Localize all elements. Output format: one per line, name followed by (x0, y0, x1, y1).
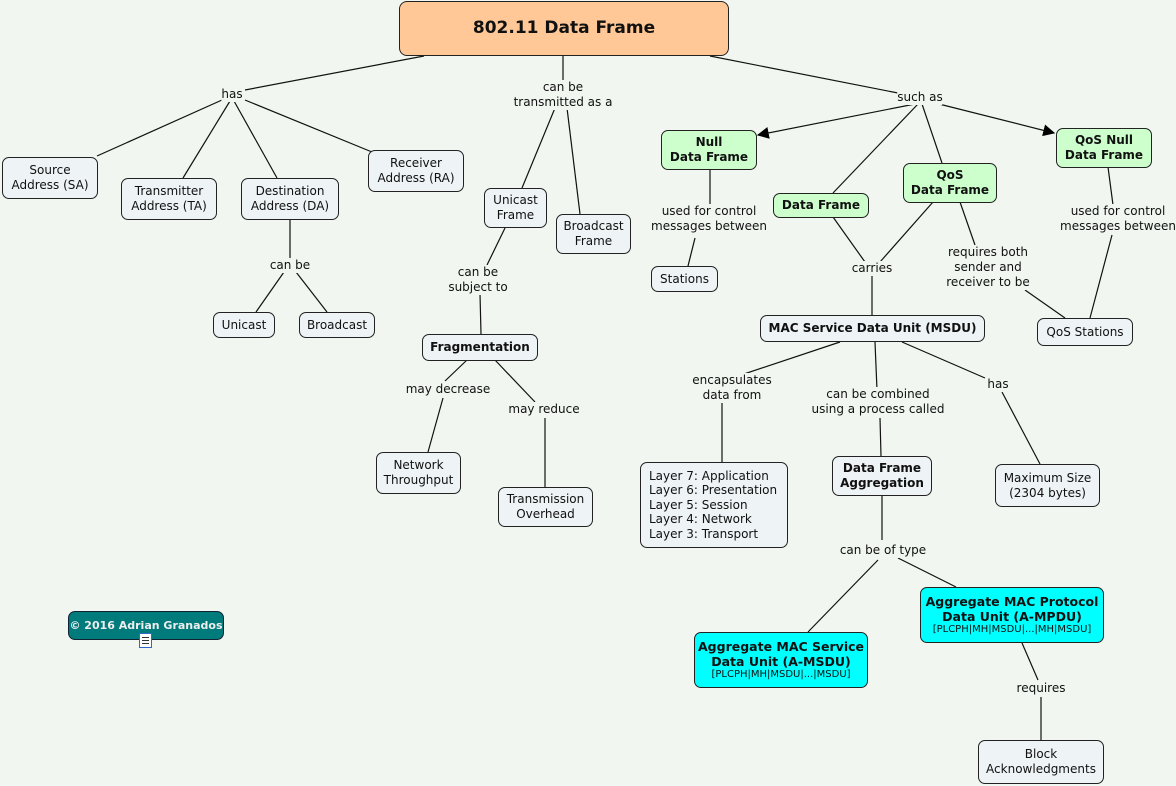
layer-item: Layer 7: Application (649, 468, 769, 483)
link-of-type: can be of type (839, 543, 927, 558)
label: Data Frame (1064, 148, 1144, 162)
label: Data Unit (A-MPDU) (942, 609, 1082, 624)
layer-item: Layer 6: Presentation (649, 483, 778, 498)
label: Acknowledgments (986, 762, 1096, 776)
label: Transmission (506, 492, 585, 506)
root-label: 802.11 Data Frame (472, 18, 656, 38)
label: Fragmentation (430, 340, 530, 354)
label: Data Frame (781, 198, 861, 212)
label: Overhead (516, 507, 575, 521)
label: Null (695, 135, 723, 149)
label: Address (SA) (11, 178, 89, 192)
concept-qos-stations[interactable]: QoS Stations (1037, 318, 1133, 346)
link-has-max: has (987, 377, 1009, 392)
concept-osi-layers[interactable]: Layer 7: Application Layer 6: Presentati… (640, 462, 788, 548)
frame-format: [PLCPH|MH|MSDU|...|MSDU] (711, 669, 851, 680)
label: Network (393, 458, 444, 472)
label: Broadcast (306, 317, 368, 332)
label: Address (TA) (131, 199, 207, 213)
concept-data-frame[interactable]: Data Frame (773, 193, 869, 218)
document-resource-icon[interactable] (139, 633, 152, 648)
label: Address (DA) (250, 199, 330, 213)
label: Data Frame (910, 183, 990, 197)
link-may-decrease: may decrease (405, 382, 491, 397)
label: Maximum Size (1003, 470, 1092, 485)
label: QoS (936, 168, 964, 182)
link-carries: carries (851, 261, 893, 276)
label: Frame (574, 234, 613, 248)
layer-item: Layer 4: Network (649, 512, 752, 527)
label: (2304 bytes) (1009, 485, 1086, 500)
label: Destination (255, 184, 325, 198)
root-concept-802-11-data-frame[interactable]: 802.11 Data Frame (399, 1, 729, 56)
label: Address (RA) (377, 171, 455, 185)
label: Transmitter (134, 184, 204, 198)
label: Aggregate MAC Protocol (925, 594, 1099, 609)
layer-item: Layer 3: Transport (649, 526, 759, 541)
concept-maximum-size[interactable]: Maximum Size(2304 bytes) (995, 464, 1100, 507)
frame-format: [PLCPH|MH|MSDU|...|MH|MSDU] (932, 624, 1092, 635)
label: Frame (496, 208, 535, 222)
link-can-be: can be (269, 258, 311, 273)
label: Data Unit (A-MSDU) (711, 654, 851, 669)
link-may-reduce: may reduce (508, 402, 580, 417)
label: Data Frame (842, 461, 922, 475)
label: MAC Service Data Unit (MSDU) (768, 321, 977, 335)
label: QoS Stations (1046, 324, 1124, 339)
label: Data Frame (669, 150, 749, 164)
layer-item: Layer 5: Session (649, 497, 748, 512)
link-has: has (221, 87, 243, 102)
link-requires: requires (1016, 681, 1066, 696)
label: Aggregation (840, 476, 924, 490)
label: Stations (660, 271, 709, 286)
label: Unicast (493, 193, 538, 207)
concept-unicast[interactable]: Unicast (213, 312, 275, 338)
label: Block (1024, 747, 1058, 761)
label: Throughput (383, 473, 454, 487)
concept-fragmentation[interactable]: Fragmentation (422, 334, 538, 361)
concept-stations[interactable]: Stations (651, 266, 718, 292)
label: Unicast (221, 317, 267, 332)
label: Receiver (390, 156, 442, 170)
label: Broadcast (563, 219, 624, 233)
concept-msdu[interactable]: MAC Service Data Unit (MSDU) (760, 315, 985, 342)
label: Source (29, 163, 71, 177)
link-such-as: such as (897, 90, 943, 105)
concept-broadcast[interactable]: Broadcast (299, 312, 375, 338)
copyright-text: © 2016 Adrian Granados (69, 619, 223, 632)
label: QoS Null (1074, 133, 1134, 147)
label: Aggregate MAC Service (698, 639, 865, 654)
